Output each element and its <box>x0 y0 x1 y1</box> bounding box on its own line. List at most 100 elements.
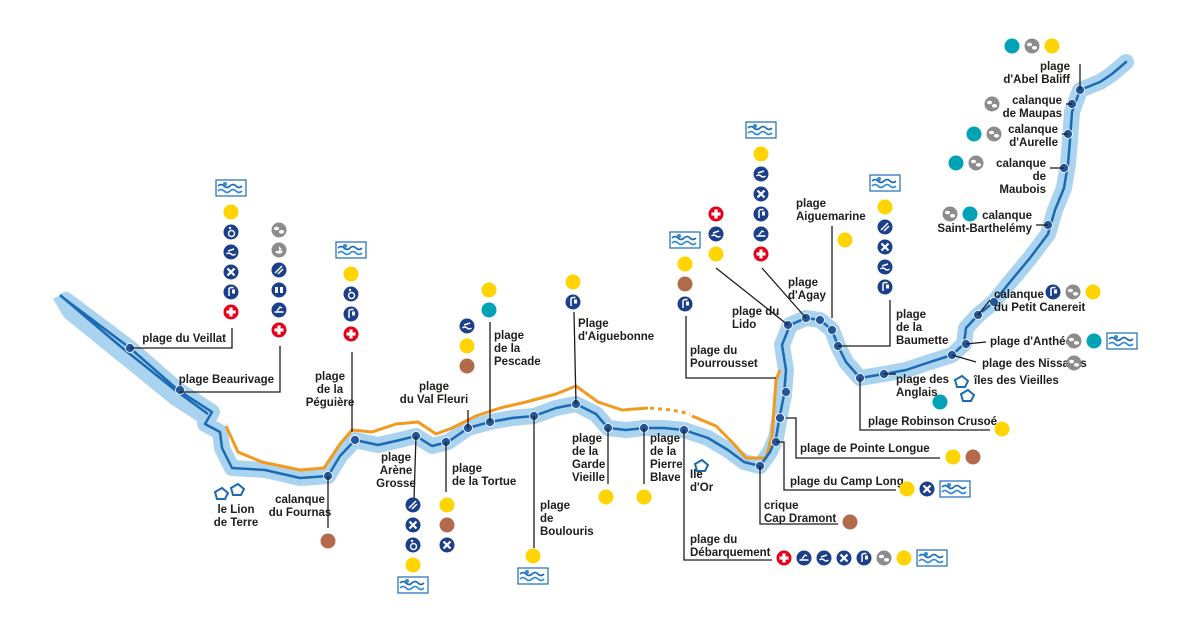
beach-dot[interactable] <box>775 413 785 423</box>
yellow-dot <box>343 266 359 282</box>
beach-label-line: plage <box>1040 61 1070 73</box>
beach-label-line: Grosse <box>376 478 416 490</box>
grey-pebbles <box>1024 38 1040 54</box>
blue-flag <box>215 179 247 197</box>
beach-label-line: Arène <box>380 465 413 477</box>
leader-line <box>965 341 987 345</box>
beach-dot[interactable] <box>350 435 360 445</box>
yellow-dot <box>945 449 961 465</box>
beach-label-line: de <box>1033 171 1046 183</box>
beach-robinson[interactable]: plage Robinson Crusoé <box>868 416 997 428</box>
beach-nissards[interactable]: plage des Nissards <box>982 358 1087 370</box>
beach-label-line: plage Beaurivage <box>179 374 274 386</box>
teal-dot <box>932 394 948 410</box>
cross-icon <box>753 186 769 202</box>
island-outline <box>693 458 710 472</box>
beach-dot[interactable] <box>781 387 791 397</box>
beach-label-line: de la <box>317 384 344 396</box>
cross-icon <box>919 481 935 497</box>
beach-veillat[interactable]: plage du Veillat <box>142 333 226 345</box>
beach-dot[interactable] <box>815 315 825 325</box>
yellow-dot <box>708 246 724 262</box>
beach-label-line: crique <box>764 500 799 512</box>
leader-line <box>977 299 991 316</box>
beach-label-line: plage <box>419 381 449 393</box>
blue-flag <box>397 576 429 594</box>
beach-antheor[interactable]: plage d'Anthéor <box>990 336 1078 348</box>
first-aid-icon <box>271 322 287 338</box>
blue-flag <box>745 121 777 139</box>
accessible-icon <box>343 286 359 302</box>
grey-pebbles <box>1066 355 1082 371</box>
beach-dot[interactable] <box>989 297 999 307</box>
beach-label-line: Péguière <box>306 397 355 409</box>
beach-label: plage du Camp Long <box>790 476 904 488</box>
beach-label-line: plage d'Anthéor <box>990 336 1078 348</box>
beach-label-line: plage du <box>690 534 737 546</box>
cross-icon <box>836 550 852 566</box>
yellow-dot <box>896 550 912 566</box>
beach-label-line: calanque <box>982 210 1032 222</box>
swim-icon <box>459 318 475 334</box>
accessible-icon <box>223 224 239 240</box>
brown-dot <box>439 517 455 533</box>
ski-icon <box>271 302 287 318</box>
beach-label-line: calanque <box>1012 95 1062 107</box>
grey-pebbles <box>942 206 958 222</box>
yellow-dot <box>223 204 239 220</box>
cross-icon <box>439 537 455 553</box>
shower-icon <box>856 550 872 566</box>
leader-line <box>859 378 990 431</box>
beach-beaurivage[interactable]: plage Beaurivage <box>179 374 274 386</box>
beach-label-line: calanque <box>996 158 1046 170</box>
beach-label-line: Aiguemarine <box>796 211 866 223</box>
leader-line <box>715 267 789 326</box>
beach-camp-long[interactable]: plage du Camp Long <box>790 476 904 488</box>
grey-pebbles <box>1066 333 1082 349</box>
leader-line <box>761 267 807 319</box>
beach-label: plage des Nissards <box>982 358 1087 370</box>
beach-label-line: plage <box>381 452 411 464</box>
beach-pointe-longue[interactable]: plage de Pointe Longue <box>800 443 930 455</box>
blue-flag <box>1106 332 1138 350</box>
accessible-icon <box>405 537 421 553</box>
beach-label-line: plage <box>896 309 926 321</box>
beach-dot[interactable] <box>175 385 185 395</box>
beach-label-line: plage <box>452 463 482 475</box>
beach-dot[interactable] <box>827 325 837 335</box>
